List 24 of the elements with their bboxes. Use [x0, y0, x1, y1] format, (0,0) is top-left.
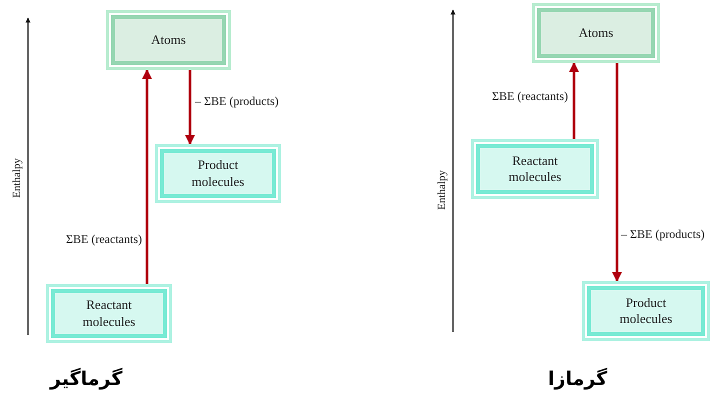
edge-label: – ΣBE (products) [195, 94, 279, 109]
node-label: Atoms [578, 24, 614, 42]
edge-label: ΣBE (reactants) [66, 232, 142, 247]
arrow [185, 70, 195, 145]
node-label: Product molecules [190, 157, 246, 190]
axis-label: Enthalpy [436, 170, 448, 210]
edge-label: ΣBE (reactants) [492, 89, 568, 104]
axis-label: Enthalpy [10, 158, 23, 198]
molecules-box [471, 139, 599, 199]
arrow [142, 69, 152, 284]
atoms-box [532, 3, 660, 63]
molecules-box [46, 284, 172, 343]
molecules-box [155, 144, 281, 203]
arrow [612, 63, 622, 282]
molecules-box [582, 281, 710, 341]
edge-label: – ΣBE (products) [621, 227, 705, 242]
atoms-box [106, 10, 231, 70]
panel-caption: گرماگیر [50, 368, 122, 390]
node-label: Atoms [151, 32, 186, 48]
panel-caption: گرمازا [548, 368, 608, 390]
node-label: Product molecules [618, 294, 674, 328]
node-label: Reactant molecules [82, 297, 136, 330]
node-label: Reactant molecules [508, 152, 562, 186]
arrow [569, 62, 579, 139]
